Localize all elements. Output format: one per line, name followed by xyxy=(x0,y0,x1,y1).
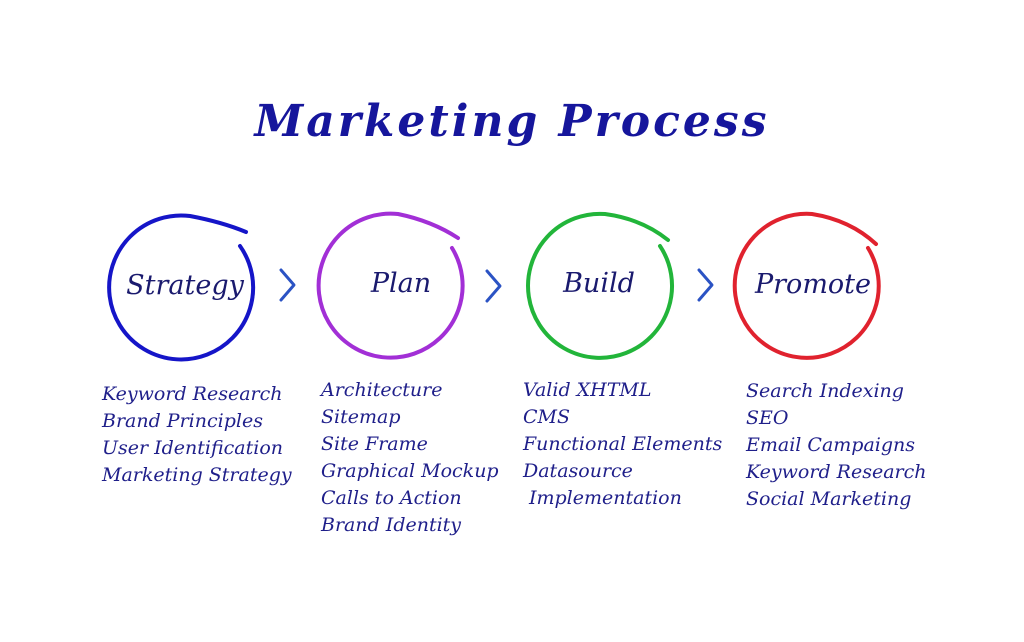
list-item: Brand Principles xyxy=(102,410,263,432)
stage-label-promote: Promote xyxy=(754,269,871,300)
list-item: Sitemap xyxy=(321,406,401,428)
list-item: Architecture xyxy=(321,379,443,401)
stage-promote: Promote xyxy=(732,211,881,360)
stage-label-plan: Plan xyxy=(370,268,431,299)
stage-circle-promote xyxy=(732,211,881,360)
stage-circle-build xyxy=(526,211,675,360)
stage-label-strategy: Strategy xyxy=(126,270,244,301)
chevron-right-icon xyxy=(697,268,714,302)
stage-circle-plan xyxy=(316,211,465,360)
stage-plan: Plan xyxy=(316,211,465,360)
stage-circle-strategy xyxy=(107,213,256,362)
stage-items-strategy: Keyword Research Brand Principles User I… xyxy=(102,381,292,489)
diagram-title: Marketing Process xyxy=(254,96,770,147)
list-item: Keyword Research xyxy=(746,461,927,483)
list-item: Search Indexing xyxy=(746,380,904,402)
list-item: Marketing Strategy xyxy=(102,464,292,486)
list-item: CMS xyxy=(523,406,571,428)
list-item: Keyword Research xyxy=(102,383,283,405)
chevron-right-icon xyxy=(485,269,502,303)
list-item: Brand Identity xyxy=(321,514,462,536)
stage-items-promote: Search Indexing SEO Email Campaigns Keyw… xyxy=(746,378,926,513)
stage-label-build: Build xyxy=(562,268,635,299)
list-item: Valid XHTML xyxy=(523,379,652,401)
stage-strategy: Strategy xyxy=(107,213,256,362)
list-item: Email Campaigns xyxy=(746,434,916,456)
stage-items-build: Valid XHTML CMS Functional Elements Data… xyxy=(523,377,722,512)
list-item: Graphical Mockup xyxy=(321,460,499,482)
stage-items-plan: Architecture Sitemap Site Frame Graphica… xyxy=(321,377,499,539)
list-item: Site Frame xyxy=(321,433,428,455)
list-item: Datasource xyxy=(523,460,633,482)
list-item: Functional Elements xyxy=(523,433,723,455)
stage-build: Build xyxy=(526,211,675,360)
list-item: Social Marketing xyxy=(746,488,912,510)
list-item: Calls to Action xyxy=(321,487,462,509)
list-item: Implementation xyxy=(529,487,682,509)
list-item: User Identification xyxy=(102,437,284,459)
list-item: SEO xyxy=(746,407,789,429)
chevron-right-icon xyxy=(279,268,296,302)
